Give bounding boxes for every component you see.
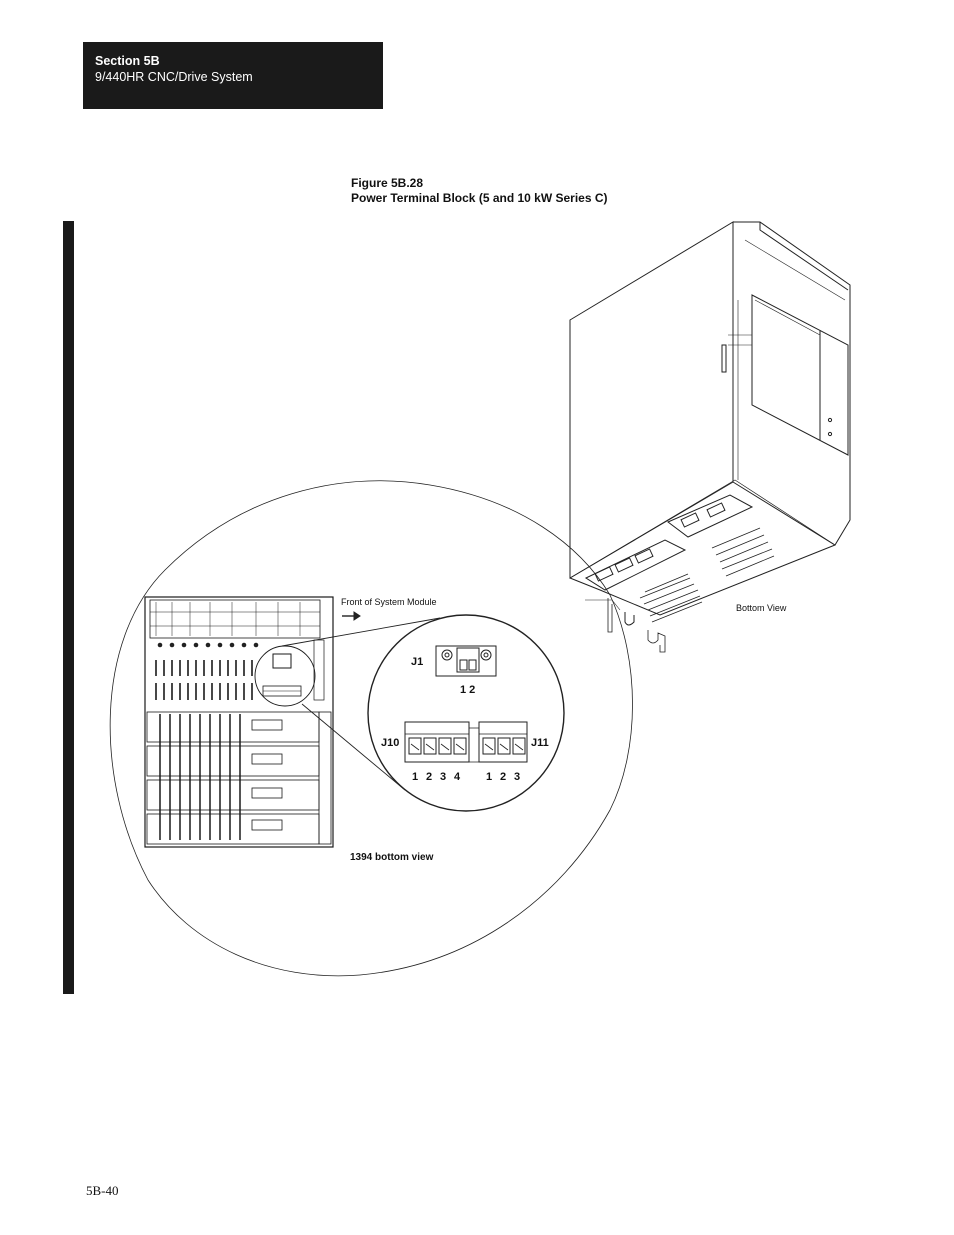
system-name: 9/440HR CNC/Drive System — [95, 70, 253, 84]
j10-pin: 4 — [454, 771, 461, 783]
cabinet-vents — [639, 527, 775, 623]
front-of-module-label: Front of System Module — [341, 597, 437, 607]
section-header-box: Section 5B 9/440HR CNC/Drive System — [83, 42, 383, 109]
j11-label: J11 — [531, 737, 549, 749]
section-title: Section 5B — [95, 54, 160, 68]
figure-title: Power Terminal Block (5 and 10 kW Series… — [351, 191, 608, 205]
system-module-1394 — [144, 596, 334, 848]
j10-j11-connector — [404, 721, 528, 763]
connector-zoom-circle — [367, 614, 565, 812]
j10-label: J10 — [381, 737, 399, 749]
j11-pin: 1 — [486, 771, 492, 783]
drive-cabinet-drawing — [569, 221, 851, 653]
j10-pin: 2 — [426, 771, 432, 783]
j10-pin: 1 — [412, 771, 418, 783]
figure-caption: Figure 5B.28 Power Terminal Block (5 and… — [351, 176, 608, 206]
revision-bar — [63, 221, 74, 994]
j11-pin: 3 — [514, 771, 520, 783]
figure-number: Figure 5B.28 — [351, 176, 424, 190]
detail-circle — [109, 480, 633, 977]
page-number: 5B-40 — [86, 1183, 119, 1198]
j1-label: J1 — [411, 656, 423, 668]
j10-pin: 3 — [440, 771, 446, 783]
bottom-view-label: Bottom View — [736, 603, 787, 613]
bottom-view-1394-label: 1394 bottom view — [350, 852, 434, 863]
j11-pin: 2 — [500, 771, 506, 783]
j1-connector — [435, 645, 497, 677]
j1-pin-numbers: 1 2 — [460, 684, 475, 696]
